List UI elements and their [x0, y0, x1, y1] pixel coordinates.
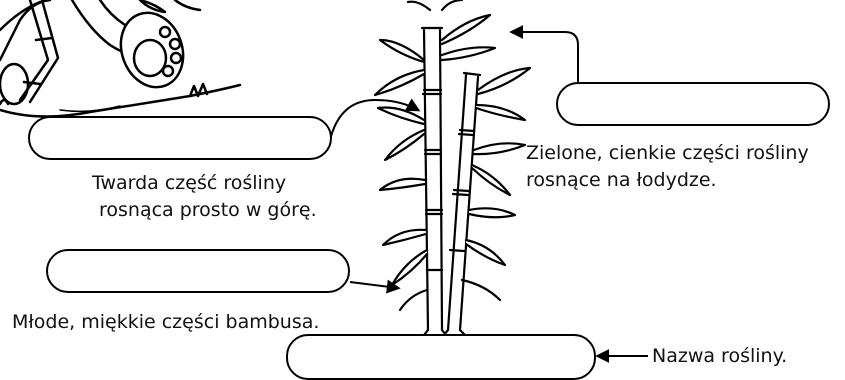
leaves-answer-box[interactable]: [556, 82, 830, 126]
leaves-clue-line2: rosnące na łodydze.: [526, 167, 717, 194]
arrow-to-shoots: [350, 282, 398, 288]
stem-clue-line2: rosnąca prosto w górę.: [99, 197, 317, 224]
plant-name-answer-box[interactable]: [286, 334, 596, 380]
panda-illustration: [0, 0, 240, 117]
bamboo-illustration: [375, 0, 530, 340]
stem-answer-box[interactable]: [28, 116, 332, 160]
plant-name-clue: Nazwa rośliny.: [652, 343, 787, 370]
shoots-clue: Młode, miękkie części bambusa.: [12, 309, 319, 336]
arrows: [330, 32, 648, 356]
shoots-answer-box[interactable]: [46, 249, 350, 293]
leaves-clue-line1: Zielone, cienkie części rośliny: [526, 140, 809, 167]
stem-clue-line1: Twarda część rośliny: [92, 170, 286, 197]
arrow-to-stem: [330, 100, 418, 140]
